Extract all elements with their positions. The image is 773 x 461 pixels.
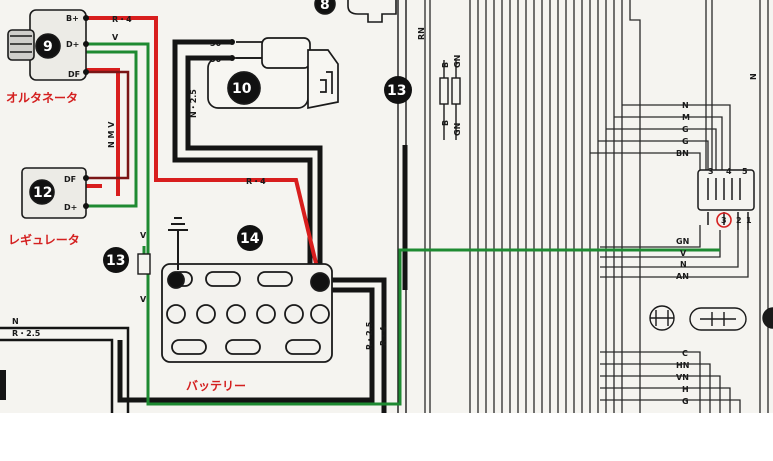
rp-lower-0: C <box>682 349 688 358</box>
label-top-v: V <box>112 33 119 42</box>
battery-number: 14 <box>240 231 260 247</box>
label-gn-mid: GN <box>453 123 462 136</box>
rp-mid-3: AN <box>676 272 689 281</box>
connector-block <box>697 169 755 230</box>
regulator-caption: レギュレータ <box>8 232 80 247</box>
label-b-mid: B <box>441 120 450 126</box>
rp-pin-top-0: 3 <box>708 167 714 176</box>
upper-right-wires <box>590 0 769 413</box>
battery-caption: バッテリー <box>186 379 246 393</box>
alternator-terminal-dplus: D+ <box>66 40 79 49</box>
rp-lower-4: G <box>682 397 689 406</box>
alternator-terminal-bplus: B+ <box>66 14 79 23</box>
rp-pin-top-2: 5 <box>742 167 748 176</box>
fuse-13-left-number: 13 <box>106 253 125 269</box>
red-wires <box>86 16 322 281</box>
right-wire-bundle <box>424 0 623 413</box>
label-left-n: N <box>12 317 19 326</box>
label-gn-top: GN <box>453 55 462 68</box>
label-left-r25: R・2.5 <box>12 329 41 338</box>
bulb-components <box>649 305 773 331</box>
battery-number-circle <box>237 225 263 251</box>
rp-upper-2: G <box>682 125 689 134</box>
fuse-13-marker-top <box>384 76 412 104</box>
label-n-top-right: N <box>749 73 758 80</box>
rp-upper-0: N <box>682 101 689 110</box>
rp-lower-2: VN <box>676 373 689 382</box>
component-8-number: 8 <box>320 0 330 13</box>
alternator-number: 9 <box>43 39 53 55</box>
df-wires <box>86 70 130 180</box>
label-alt-nmv: N M V <box>107 121 116 148</box>
regulator-body <box>21 167 87 219</box>
black-thin-wires <box>0 326 130 413</box>
label-mid-r4: R・4 <box>246 177 266 186</box>
fuse-13-marker-left <box>103 247 129 273</box>
rp-upper-4: BN <box>676 149 689 158</box>
label-rn: RN <box>417 27 426 40</box>
alternator-caption: オルタネータ <box>6 91 78 105</box>
regulator-terminal-dplus: D+ <box>64 203 77 212</box>
rp-lower-3: H <box>682 385 689 394</box>
rp-lower-1: HN <box>676 361 689 370</box>
label-batt-r4: R・4 <box>379 326 388 346</box>
fuse-13-top-number: 13 <box>387 83 406 99</box>
rp-upper-3: G <box>682 137 689 146</box>
label-b-top: B <box>441 62 450 68</box>
component-8-partial <box>314 0 397 23</box>
rp-mid-0: GN <box>676 237 689 246</box>
connector-pin-highlight <box>716 212 732 228</box>
fuse-13-left-body <box>137 253 151 275</box>
starter-motor <box>207 37 339 110</box>
label-batt-r25: R・2.5 <box>365 321 374 350</box>
fuse-v-top: V <box>140 231 147 240</box>
fuse-v-bottom: V <box>140 295 147 304</box>
rp-upper-1: M <box>682 113 690 122</box>
rp-pin-bottom-0: 3 <box>721 216 727 225</box>
label-top-r4: R・4 <box>112 15 132 24</box>
black-thick-wires <box>117 39 408 413</box>
rp-mid-2: N <box>680 260 687 269</box>
rp-pin-bottom-2: 1 <box>746 216 752 225</box>
label-starter-n25: N・2.5 <box>189 89 198 118</box>
rp-pin-bottom-1: 2 <box>736 216 742 225</box>
alternator-terminal-df: DF <box>68 70 80 79</box>
rp-pin-top-1: 4 <box>726 167 732 176</box>
battery-body <box>161 263 333 363</box>
rp-mid-1: V <box>680 249 687 258</box>
regulator-number: 12 <box>33 185 52 201</box>
starter-number: 10 <box>232 81 252 97</box>
battery-ground-symbol <box>168 217 188 270</box>
regulator-terminal-df: DF <box>64 175 76 184</box>
left-edge-mark <box>0 370 6 400</box>
